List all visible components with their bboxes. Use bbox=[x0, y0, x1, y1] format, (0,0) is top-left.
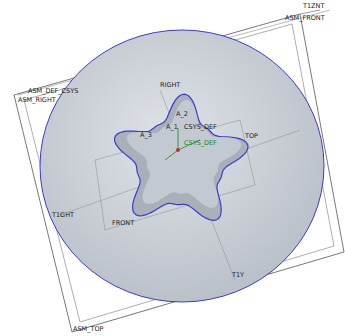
datum-label: ASM_DEF_CSYS bbox=[28, 88, 78, 95]
datum-label: A_3 bbox=[140, 132, 152, 139]
datum-label: T1ZNT bbox=[303, 3, 324, 10]
datum-label: TOP bbox=[245, 133, 258, 140]
datum-label: T1GHT bbox=[52, 212, 74, 219]
datum-label: CSYS_DEF bbox=[184, 124, 217, 131]
datum-label: CSYS_DEF bbox=[184, 140, 217, 147]
datum-label: ASM_FRONT bbox=[285, 15, 325, 22]
datum-label: T1Y bbox=[232, 272, 244, 279]
datum-label: ASM_RIGHT bbox=[18, 97, 56, 104]
datum-plane bbox=[14, 14, 344, 332]
datum-plane bbox=[24, 24, 334, 322]
datum-label: A_2 bbox=[176, 111, 188, 118]
datum-label: A_1 bbox=[166, 124, 178, 131]
datum-label: ASM_TOP bbox=[73, 326, 103, 333]
datum-label: RIGHT bbox=[160, 82, 180, 89]
datum-label: FRONT bbox=[112, 220, 134, 227]
